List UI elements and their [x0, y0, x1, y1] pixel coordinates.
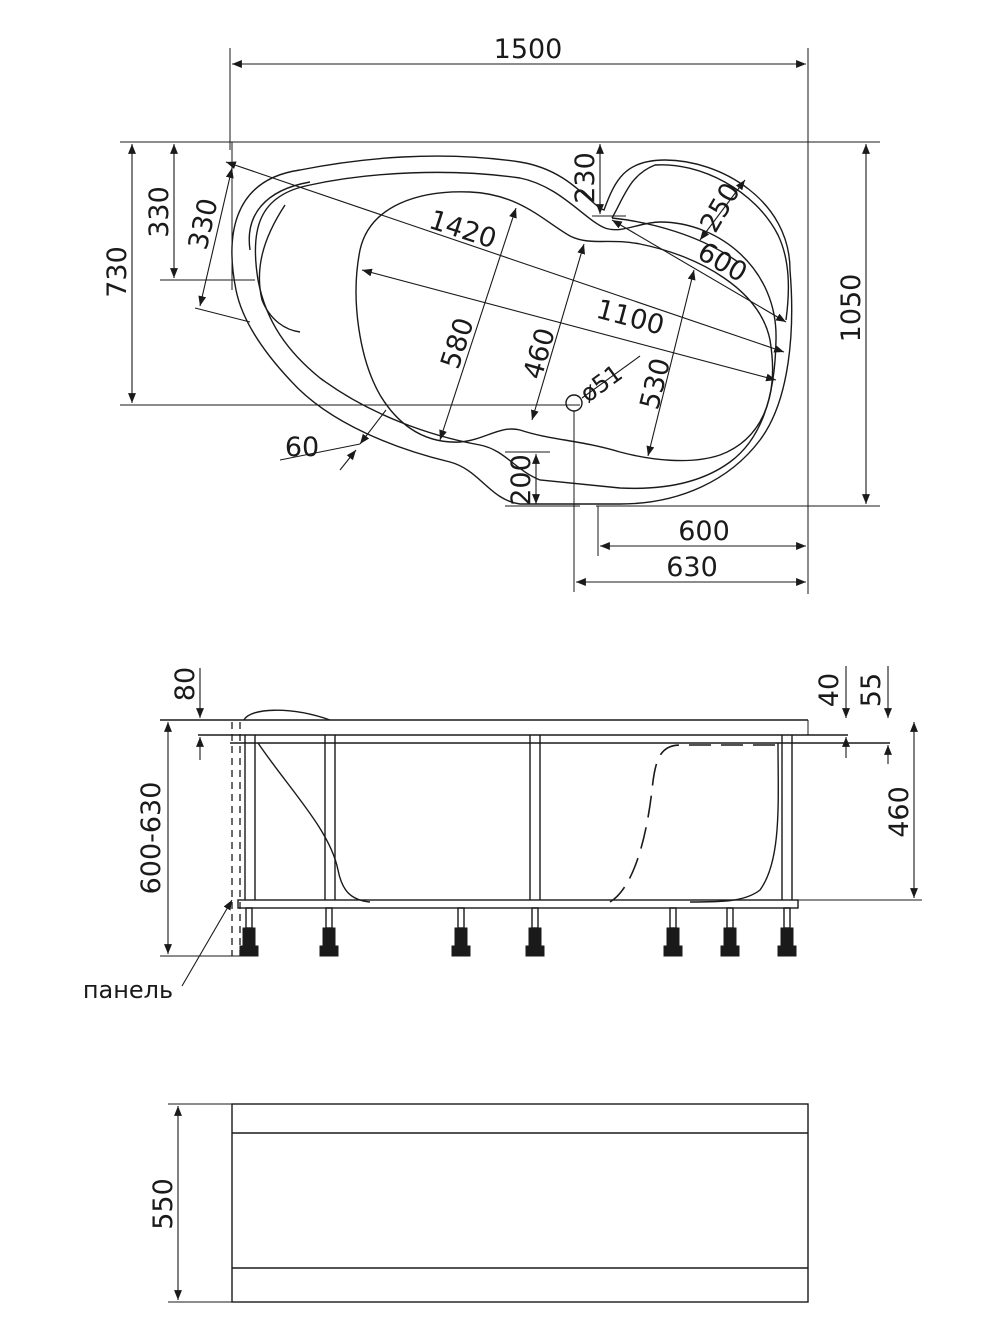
dim-55: 55 [856, 673, 887, 707]
dim-330-b: 330 [183, 195, 225, 252]
dim-1050: 1050 [836, 274, 867, 343]
dim-550: 550 [148, 1178, 179, 1230]
dim-330-a: 330 [144, 186, 175, 238]
tub-outer-rim [231, 155, 793, 505]
adjustable-feet [239, 907, 797, 957]
dim-630: 630 [666, 552, 718, 583]
panel-view: 550 [148, 1103, 809, 1303]
dim-600-630: 600-630 [136, 782, 167, 895]
dim-drain: ø51 [575, 359, 628, 408]
drain-hole [565, 394, 583, 412]
dim-80: 80 [170, 667, 201, 701]
dim-460-side: 460 [884, 786, 915, 838]
dim-40: 40 [814, 673, 845, 707]
support-legs [244, 735, 793, 900]
dim-600-diag: 600 [692, 236, 752, 289]
dim-530: 530 [634, 355, 677, 413]
dim-1420: 1420 [425, 205, 500, 256]
dim-580: 580 [435, 314, 480, 373]
dim-460-top: 460 [518, 325, 562, 383]
side-view: 80 40 55 600-630 460 панель [83, 666, 922, 1004]
dim-600-bottom: 600 [678, 516, 730, 547]
dim-1500: 1500 [494, 34, 563, 65]
top-view: 1500 1050 730 330 330 230 250 600 1420 [102, 34, 880, 594]
dim-250: 250 [694, 178, 747, 238]
front-panel [231, 1103, 809, 1303]
dim-60: 60 [285, 432, 319, 463]
dim-230: 230 [570, 152, 601, 204]
dim-730: 730 [102, 246, 133, 298]
panel-label: панель [83, 976, 173, 1004]
dim-200: 200 [506, 454, 537, 506]
